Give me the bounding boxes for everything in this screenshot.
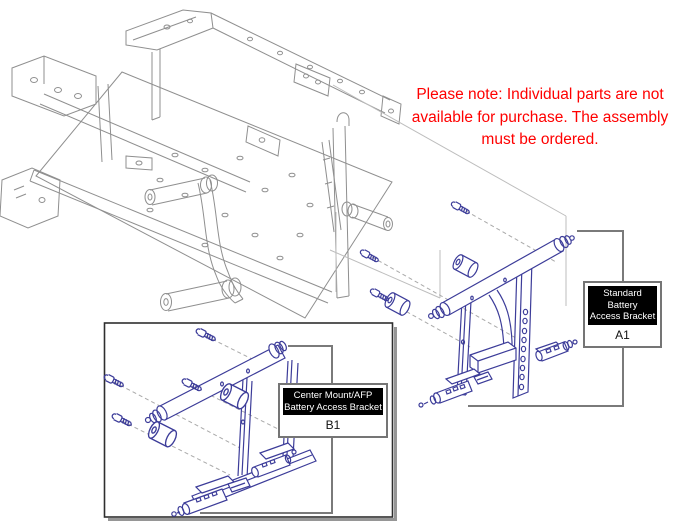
projection-lines xyxy=(329,84,567,306)
callout-b1[interactable]: Center Mount/AFP Battery Access Bracket … xyxy=(278,383,388,438)
callout-a1-title: Standard Battery Access Bracket xyxy=(588,286,657,325)
callout-a1-code: A1 xyxy=(615,327,630,342)
callout-b1-title: Center Mount/AFP Battery Access Bracket xyxy=(283,388,383,415)
purchase-note-line: must be ordered. xyxy=(481,131,599,148)
callout-a1-title-line: Access Bracket xyxy=(589,311,656,322)
base-frame-drawing xyxy=(0,9,402,319)
purchase-note-line: Please note: Individual parts are not xyxy=(416,86,664,103)
purchase-note-line: available for purchase. The assembly xyxy=(411,108,669,126)
bracket-a1-drawing xyxy=(358,199,578,408)
screw-icon xyxy=(449,199,472,217)
callout-b1-code: B1 xyxy=(325,418,341,432)
bracket-b1-drawing xyxy=(102,326,317,517)
callout-b1-title-line: Center Mount/AFP xyxy=(293,390,373,401)
spacer-icon xyxy=(450,252,481,280)
screw-icon xyxy=(358,247,381,265)
purchase-note: Please note: Individual parts are not av… xyxy=(396,84,684,152)
callout-b1-title-line: Battery Access Bracket xyxy=(284,401,382,413)
spacer-icon xyxy=(382,290,413,318)
callout-a1-title-line: Standard Battery xyxy=(603,288,642,311)
callout-a1[interactable]: Standard Battery Access Bracket A1 xyxy=(583,281,662,348)
screw-icon xyxy=(368,286,391,304)
